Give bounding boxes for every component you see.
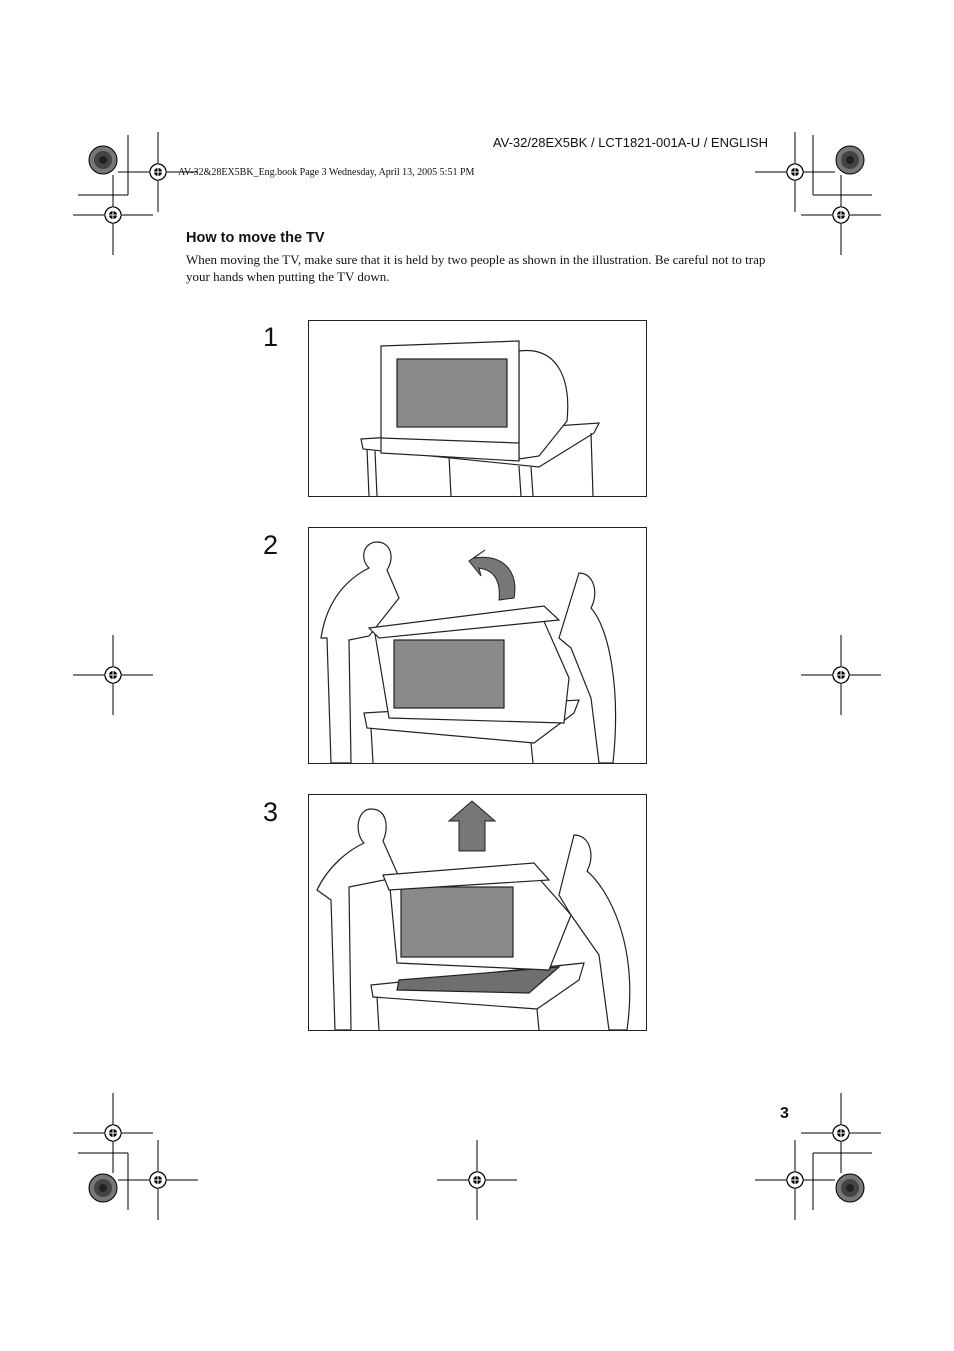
illustration-tilting-tv [308, 527, 647, 764]
section-body: When moving the TV, make sure that it is… [186, 252, 766, 284]
book-info-line: AV-32&28EX5BK_Eng.book Page 3 Wednesday,… [178, 167, 475, 178]
illustration-tv-on-table [308, 320, 647, 497]
step-number-2: 2 [263, 530, 279, 560]
tv-lift-illustration [316, 800, 631, 1030]
page-number: 3 [780, 1105, 789, 1122]
tv-tilt-illustration [320, 541, 617, 763]
section-title: How to move the TV [186, 230, 325, 246]
step-number-3: 3 [263, 797, 279, 827]
tv-illustration [360, 340, 601, 496]
illustration-lifting-tv [308, 794, 647, 1031]
step-number-1: 1 [263, 322, 279, 352]
document-id: AV-32/28EX5BK / LCT1821-001A-U / ENGLISH [492, 135, 768, 150]
